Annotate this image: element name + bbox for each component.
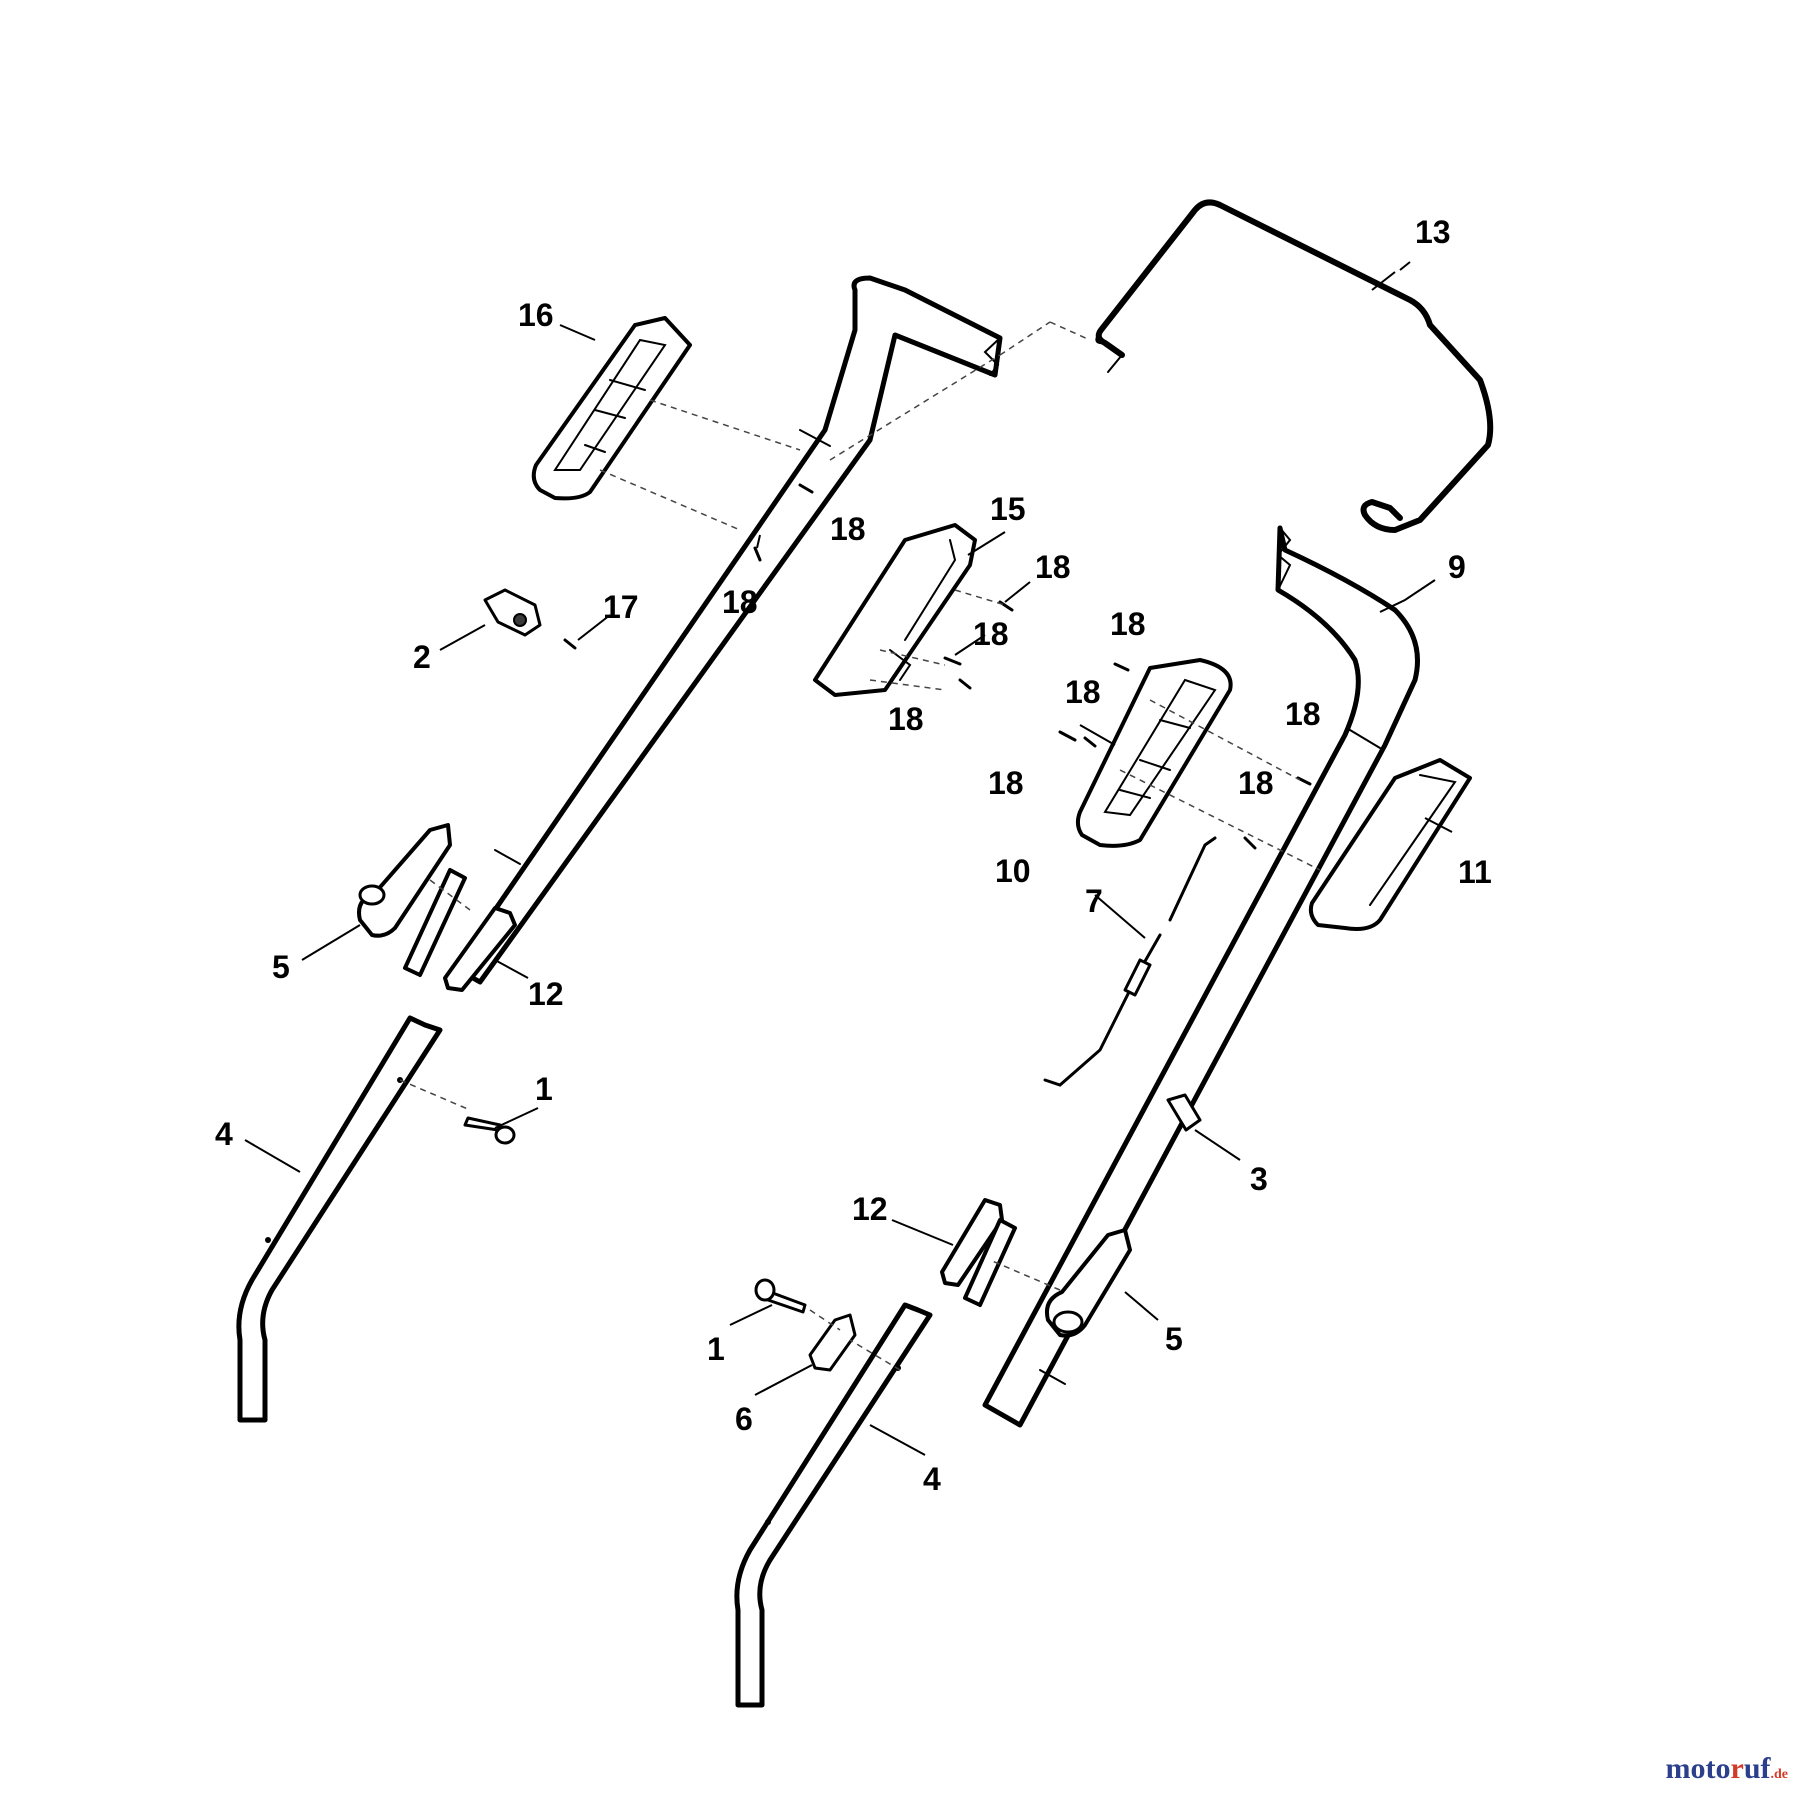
side-cover-11 bbox=[1308, 758, 1472, 931]
sleeve-right-inner bbox=[963, 1218, 1017, 1307]
cover-15 bbox=[813, 523, 977, 697]
callout-labels: 13 16 18 15 18 18 9 17 2 18 18 18 18 18 … bbox=[215, 214, 1492, 1497]
callout-18: 18 bbox=[1285, 696, 1321, 732]
callout-6: 6 bbox=[735, 1401, 753, 1437]
watermark-tld: .de bbox=[1770, 1767, 1789, 1782]
callout-18: 18 bbox=[1035, 549, 1071, 585]
callout-9: 9 bbox=[1448, 549, 1466, 585]
callout-1: 1 bbox=[707, 1331, 725, 1367]
callout-15: 15 bbox=[990, 491, 1026, 527]
control-housing-10 bbox=[1075, 658, 1233, 848]
leader-lines bbox=[244, 261, 1453, 1456]
clip-2 bbox=[483, 588, 542, 637]
callout-3: 3 bbox=[1250, 1161, 1268, 1197]
cable-7 bbox=[1043, 836, 1217, 1087]
callout-4: 4 bbox=[215, 1116, 233, 1152]
sleeve-12-right bbox=[940, 1198, 1004, 1287]
callout-2: 2 bbox=[413, 639, 431, 675]
callout-5: 5 bbox=[1165, 1321, 1183, 1357]
callout-12: 12 bbox=[528, 976, 564, 1012]
callout-11: 11 bbox=[1458, 854, 1492, 890]
upper-handle-9 bbox=[982, 525, 1420, 1428]
control-housing-16 bbox=[531, 316, 692, 501]
callout-10: 10 bbox=[995, 853, 1031, 889]
nut-3 bbox=[1166, 1093, 1202, 1132]
watermark-logo: motoruf.de bbox=[1666, 1752, 1789, 1786]
watermark-rest: uf bbox=[1743, 1752, 1771, 1785]
watermark-accent: r bbox=[1730, 1752, 1744, 1785]
callout-18: 18 bbox=[722, 584, 758, 620]
callout-18: 18 bbox=[1065, 674, 1101, 710]
callout-18: 18 bbox=[1110, 606, 1146, 642]
callout-12: 12 bbox=[852, 1191, 888, 1227]
bolt-1-left bbox=[463, 1116, 502, 1132]
callout-18: 18 bbox=[973, 616, 1009, 652]
sleeve-12-left bbox=[443, 906, 517, 992]
bail-bar-13 bbox=[1095, 199, 1494, 533]
callout-16: 16 bbox=[518, 297, 554, 333]
screws-18 bbox=[753, 483, 1312, 850]
callout-1: 1 bbox=[535, 1071, 553, 1107]
callout-18: 18 bbox=[1238, 765, 1274, 801]
callout-18: 18 bbox=[830, 511, 866, 547]
watermark-brand: moto bbox=[1665, 1752, 1731, 1785]
callout-18: 18 bbox=[988, 765, 1024, 801]
callout-5: 5 bbox=[272, 949, 290, 985]
screw-17 bbox=[563, 638, 577, 650]
lower-tube-4-right bbox=[734, 1302, 933, 1708]
callout-4: 4 bbox=[923, 1461, 941, 1497]
callout-18: 18 bbox=[888, 701, 924, 737]
callout-7: 7 bbox=[1085, 883, 1103, 919]
assembly-lines bbox=[399, 321, 1321, 1371]
lever-5-right bbox=[1045, 1228, 1132, 1338]
callout-17: 17 bbox=[603, 589, 639, 625]
lower-tube-4-left bbox=[236, 1015, 443, 1423]
callout-13: 13 bbox=[1415, 214, 1451, 250]
clip-6 bbox=[808, 1313, 857, 1372]
sleeve-left-inner bbox=[403, 868, 467, 977]
